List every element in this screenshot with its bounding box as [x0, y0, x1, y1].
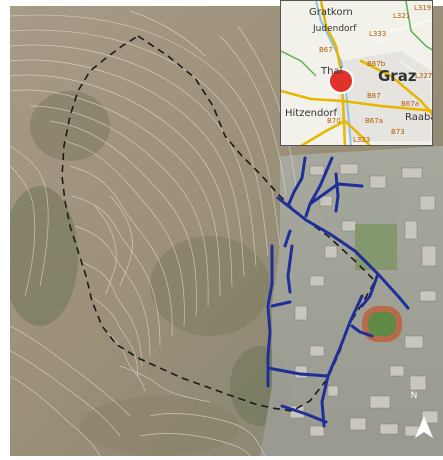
- green-field: [355, 224, 397, 270]
- place-label-raaba: Raaba: [405, 112, 432, 123]
- place-label-gratkorn: Gratkorn: [309, 7, 353, 18]
- road-label-b73: B73: [391, 128, 405, 136]
- road-label-b67b: B67b: [367, 60, 386, 68]
- inset-locator-map[interactable]: Gratkorn Judendorf Thal Graz Hitzendorf …: [280, 0, 433, 146]
- place-label-graz: Graz: [378, 67, 417, 85]
- road-label-l319: L319: [414, 4, 432, 12]
- road-label-b67a: B67a: [401, 100, 419, 108]
- road-label-l327: L327: [415, 72, 433, 80]
- location-marker: [328, 68, 354, 94]
- street-network: [266, 156, 410, 428]
- place-label-thal: Thal: [321, 66, 343, 77]
- road-label-l323: L323: [353, 136, 371, 144]
- road-label-b67a-south: B67a: [365, 117, 383, 125]
- road-label-l333: L333: [369, 30, 387, 38]
- urban-area: [260, 146, 443, 456]
- sports-field: [362, 306, 402, 342]
- road-label-l321: L321: [393, 12, 411, 20]
- place-label-judendorf: Judendorf: [313, 24, 357, 34]
- north-arrow-glyph: [414, 415, 434, 439]
- north-arrow-label: N: [410, 391, 418, 401]
- road-label-b67-north: B67: [319, 46, 333, 54]
- inset-map-graphics: [281, 1, 432, 145]
- road-label-b70: B70: [327, 117, 341, 125]
- study-area-boundary: [61, 35, 376, 412]
- place-label-hitzendorf: Hitzendorf: [285, 108, 338, 119]
- road-label-b67-south: B67: [367, 92, 381, 100]
- north-arrow: N: [402, 392, 426, 438]
- contour-lines: [10, 10, 297, 456]
